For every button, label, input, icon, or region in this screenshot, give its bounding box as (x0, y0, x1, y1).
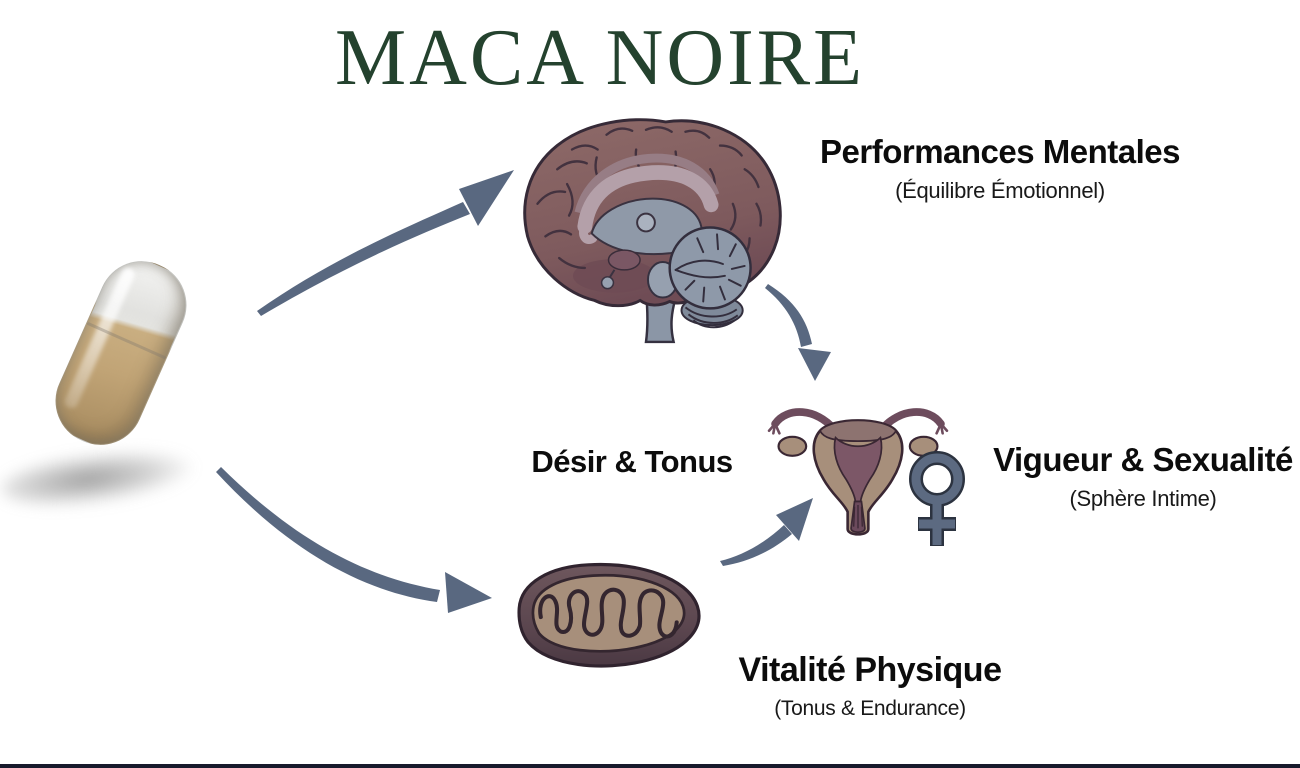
uterus-sublabel: (Sphère Intime) (1069, 485, 1217, 511)
mitochondria-sublabel: (Tonus & Endurance) (774, 696, 966, 720)
brain-label-block: Performances Mentales (Équilibre Émotion… (780, 133, 1220, 204)
bottom-edge-bar (0, 764, 1300, 768)
female-symbol-icon (909, 451, 965, 546)
uterus-label-block: Vigueur & Sexualité (Sphère Intime) (982, 441, 1300, 512)
brain-sublabel: (Équilibre Émotionnel) (895, 177, 1105, 203)
mitochondria-illustration (517, 562, 701, 668)
brain-illustration (523, 118, 782, 344)
uterus-illustration (767, 408, 949, 536)
arrow-capsule-to-brain-icon (257, 170, 514, 316)
page-title: MACA NOIRE (334, 14, 866, 102)
desir-tonus-label: Désir & Tonus (531, 444, 733, 479)
brain-label: Performances Mentales (820, 133, 1181, 170)
desir-label-block: Désir & Tonus (512, 444, 752, 479)
uterus-label: Vigueur & Sexualité (993, 441, 1293, 478)
arrow-brain-to-uterus-icon (765, 284, 831, 381)
arrow-capsule-to-mitochondria-icon (216, 467, 492, 613)
mitochondria-label: Vitalité Physique (738, 651, 1002, 689)
arrow-mitochondria-to-uterus-icon (720, 498, 813, 566)
mitochondria-label-block: Vitalité Physique (Tonus & Endurance) (710, 651, 1030, 721)
